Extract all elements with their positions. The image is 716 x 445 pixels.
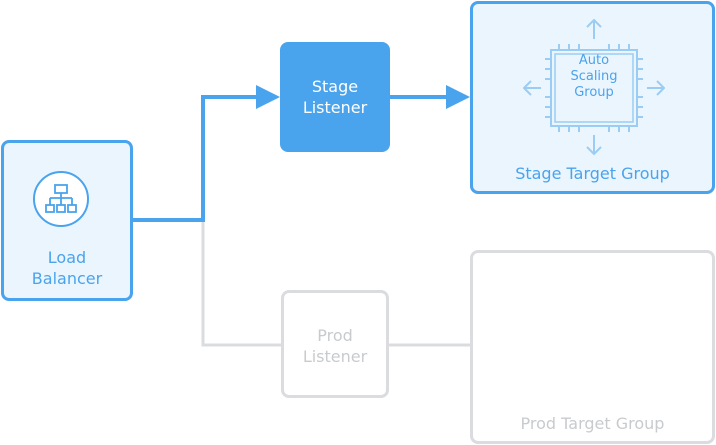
- stage-target-group-node[interactable]: Auto Scaling Group Stage Target Group: [470, 1, 715, 194]
- arrowhead-stage-listener: [256, 85, 280, 109]
- prod-listener-node[interactable]: Prod Listener: [281, 290, 389, 398]
- arrowhead-stage-tg: [446, 85, 470, 109]
- prod-target-group-label: Prod Target Group: [520, 414, 665, 433]
- load-balancer-node[interactable]: Load Balancer: [1, 140, 133, 301]
- auto-scaling-group-label: Auto Scaling Group: [570, 53, 618, 100]
- network-hierarchy-icon: [33, 171, 89, 227]
- connector-lb-to-stage-listener: [133, 95, 258, 222]
- stage-listener-node[interactable]: Stage Listener: [280, 42, 390, 152]
- stage-target-group-label: Stage Target Group: [515, 164, 670, 183]
- prod-target-group-node[interactable]: Prod Target Group: [470, 250, 715, 444]
- connector-lb-to-prod-listener: [201, 220, 281, 347]
- auto-scaling-chip-icon: [523, 18, 665, 156]
- prod-listener-label: Prod Listener: [302, 326, 368, 366]
- load-balancer-label: Load Balancer: [31, 248, 103, 288]
- stage-listener-label: Stage Listener: [302, 77, 368, 117]
